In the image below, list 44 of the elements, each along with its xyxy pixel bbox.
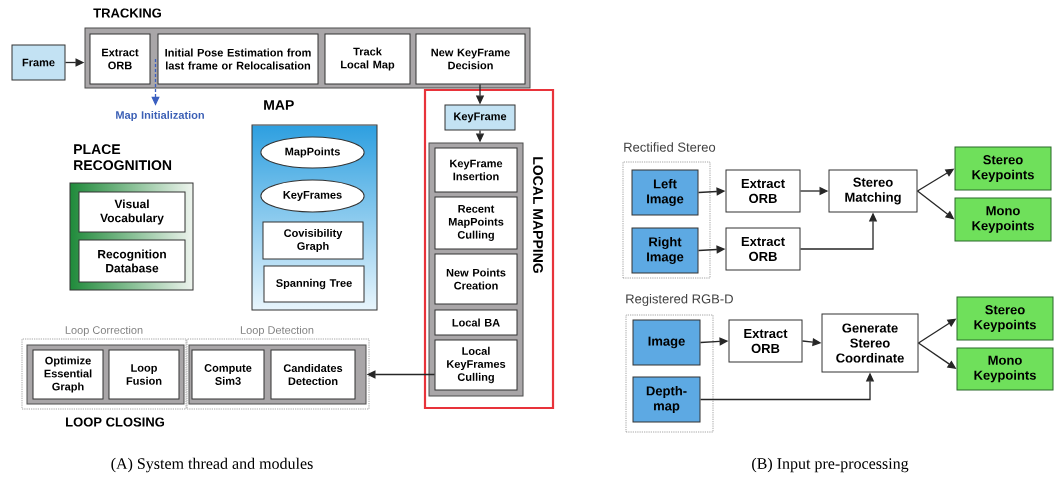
figure-caption: (B) Input pre-processing: [752, 457, 909, 473]
process-box: Compute Sim3: [191, 349, 265, 400]
input-box: Right Image: [631, 227, 699, 274]
output-box: Mono Keypoints: [956, 347, 1054, 391]
data-box: Spanning Tree: [263, 265, 365, 303]
figure-caption: (A) System thread and modules: [111, 457, 313, 473]
panel-heading: Loop Correction: [65, 325, 143, 337]
process-box: KeyFrame Insertion: [434, 147, 518, 193]
map-initialization-text: Map Initialization: [116, 110, 204, 122]
section-heading: LOOP CLOSING: [66, 417, 164, 427]
data-box: Covisibility Graph: [262, 221, 364, 260]
panel-heading: PLACE RECOGNITION: [74, 144, 172, 171]
output-box: Stereo Keypoints: [956, 296, 1054, 341]
process-box: Extract ORB: [725, 169, 801, 213]
data-box: Visual Vocabulary: [78, 191, 186, 233]
process-box: Initial Pose Estimation from last frame or Relocalisation: [157, 33, 319, 85]
process-box: Track Local Map: [324, 33, 411, 85]
process-box: Local KeyFrames Culling: [434, 339, 518, 391]
process-box: KeyFrame: [444, 104, 516, 131]
panel-heading: Rectified Stereo: [624, 142, 716, 152]
input-box: Image: [632, 319, 701, 366]
panel-heading: TRACKING: [93, 8, 161, 18]
process-box: New Points Creation: [434, 253, 518, 305]
process-box: New KeyFrame Decision: [415, 33, 526, 85]
panel-heading: MAP: [264, 100, 294, 110]
input-box: Depth-map: [632, 376, 701, 423]
output-box: Mono Keypoints: [954, 197, 1052, 242]
data-box: Recognition Database: [78, 239, 186, 283]
process-box: Local BA: [434, 309, 518, 336]
process-box: Optimize Essential Graph: [32, 349, 104, 400]
process-box: Generate Stereo Coordinate: [821, 313, 919, 373]
process-box: Extract ORB: [728, 319, 803, 363]
process-box: Extract ORB: [725, 227, 801, 271]
panel-heading: LOCAL MAPPING: [533, 157, 543, 273]
process-box: Stereo Matching: [828, 169, 918, 213]
process-box: Frame: [11, 44, 66, 81]
process-box: Recent MapPoints Culling: [434, 196, 518, 250]
process-box: Candidates Detection: [270, 349, 356, 400]
panel-heading: Registered RGB-D: [626, 293, 733, 307]
panel-heading: Loop Detection: [240, 325, 314, 337]
process-box: Loop Fusion: [108, 349, 180, 400]
output-box: Stereo Keypoints: [954, 146, 1052, 191]
process-box: Extract ORB: [89, 33, 151, 85]
input-box: Left Image: [631, 169, 699, 216]
